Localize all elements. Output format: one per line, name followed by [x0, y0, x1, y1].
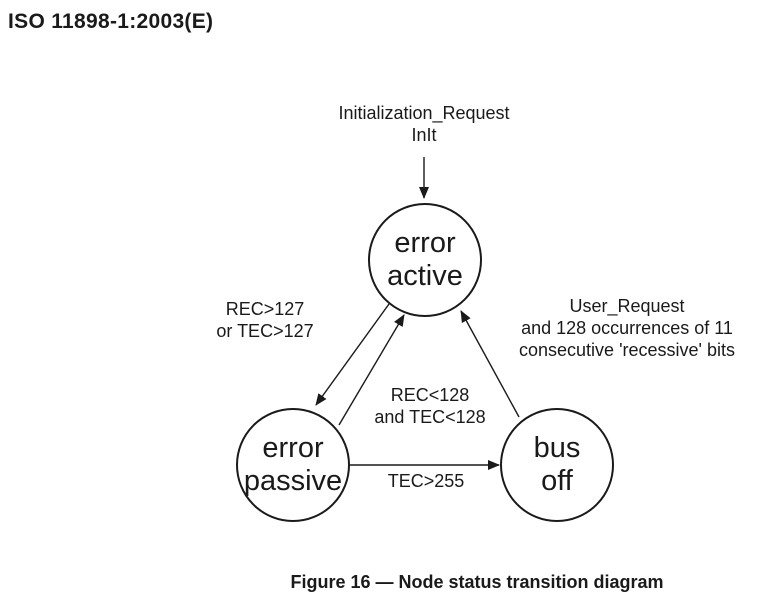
state-label-line: passive: [243, 465, 343, 497]
figure-caption: Figure 16 — Node status transition diagr…: [290, 572, 664, 592]
transition-label-line: InIt: [411, 125, 437, 145]
arrow-bus-off-to-error-active: [460, 310, 520, 418]
transition-label-line: User_Request: [569, 296, 685, 316]
transition-label-rec-tec-lt-128: REC<128 and TEC<128: [374, 384, 485, 428]
transition-label-line: or TEC>127: [216, 321, 314, 341]
transition-label-line: and TEC<128: [374, 407, 486, 427]
state-circle-error-active: [368, 203, 482, 317]
state-label-line: active: [387, 260, 463, 292]
transition-label-line: REC>127: [225, 299, 305, 319]
state-circle-bus-off: [500, 408, 614, 522]
transition-label-rec-tec-gt-127: REC>127 or TEC>127: [216, 298, 313, 342]
transition-label-line: consecutive 'recessive' bits: [519, 340, 735, 360]
state-label-error-passive: error passive: [244, 432, 342, 498]
transition-label-line: REC<128: [390, 385, 470, 405]
state-circle-error-passive: [236, 408, 350, 522]
transition-label-line: Initialization_Request: [338, 103, 510, 123]
transition-label-line: and 128 occurrences of 11: [521, 318, 733, 338]
state-label-line: error: [262, 432, 324, 464]
transition-label-line: TEC>255: [387, 471, 465, 491]
document-header: ISO 11898-1:2003(E): [8, 10, 214, 33]
state-label-line: error: [394, 227, 456, 259]
arrow-error-passive-to-error-active: [338, 314, 405, 426]
state-label-line: off: [541, 465, 573, 497]
arrow-error-active-to-error-passive: [315, 303, 390, 406]
state-label-bus-off: bus off: [534, 432, 581, 498]
transition-label-initialization-request: Initialization_Request InIt: [338, 102, 509, 146]
transition-label-user-request: User_Request and 128 occurrences of 11 c…: [519, 295, 735, 361]
state-label-line: bus: [533, 432, 581, 464]
state-label-error-active: error active: [387, 227, 463, 293]
transition-label-tec-gt-255: TEC>255: [388, 470, 465, 492]
